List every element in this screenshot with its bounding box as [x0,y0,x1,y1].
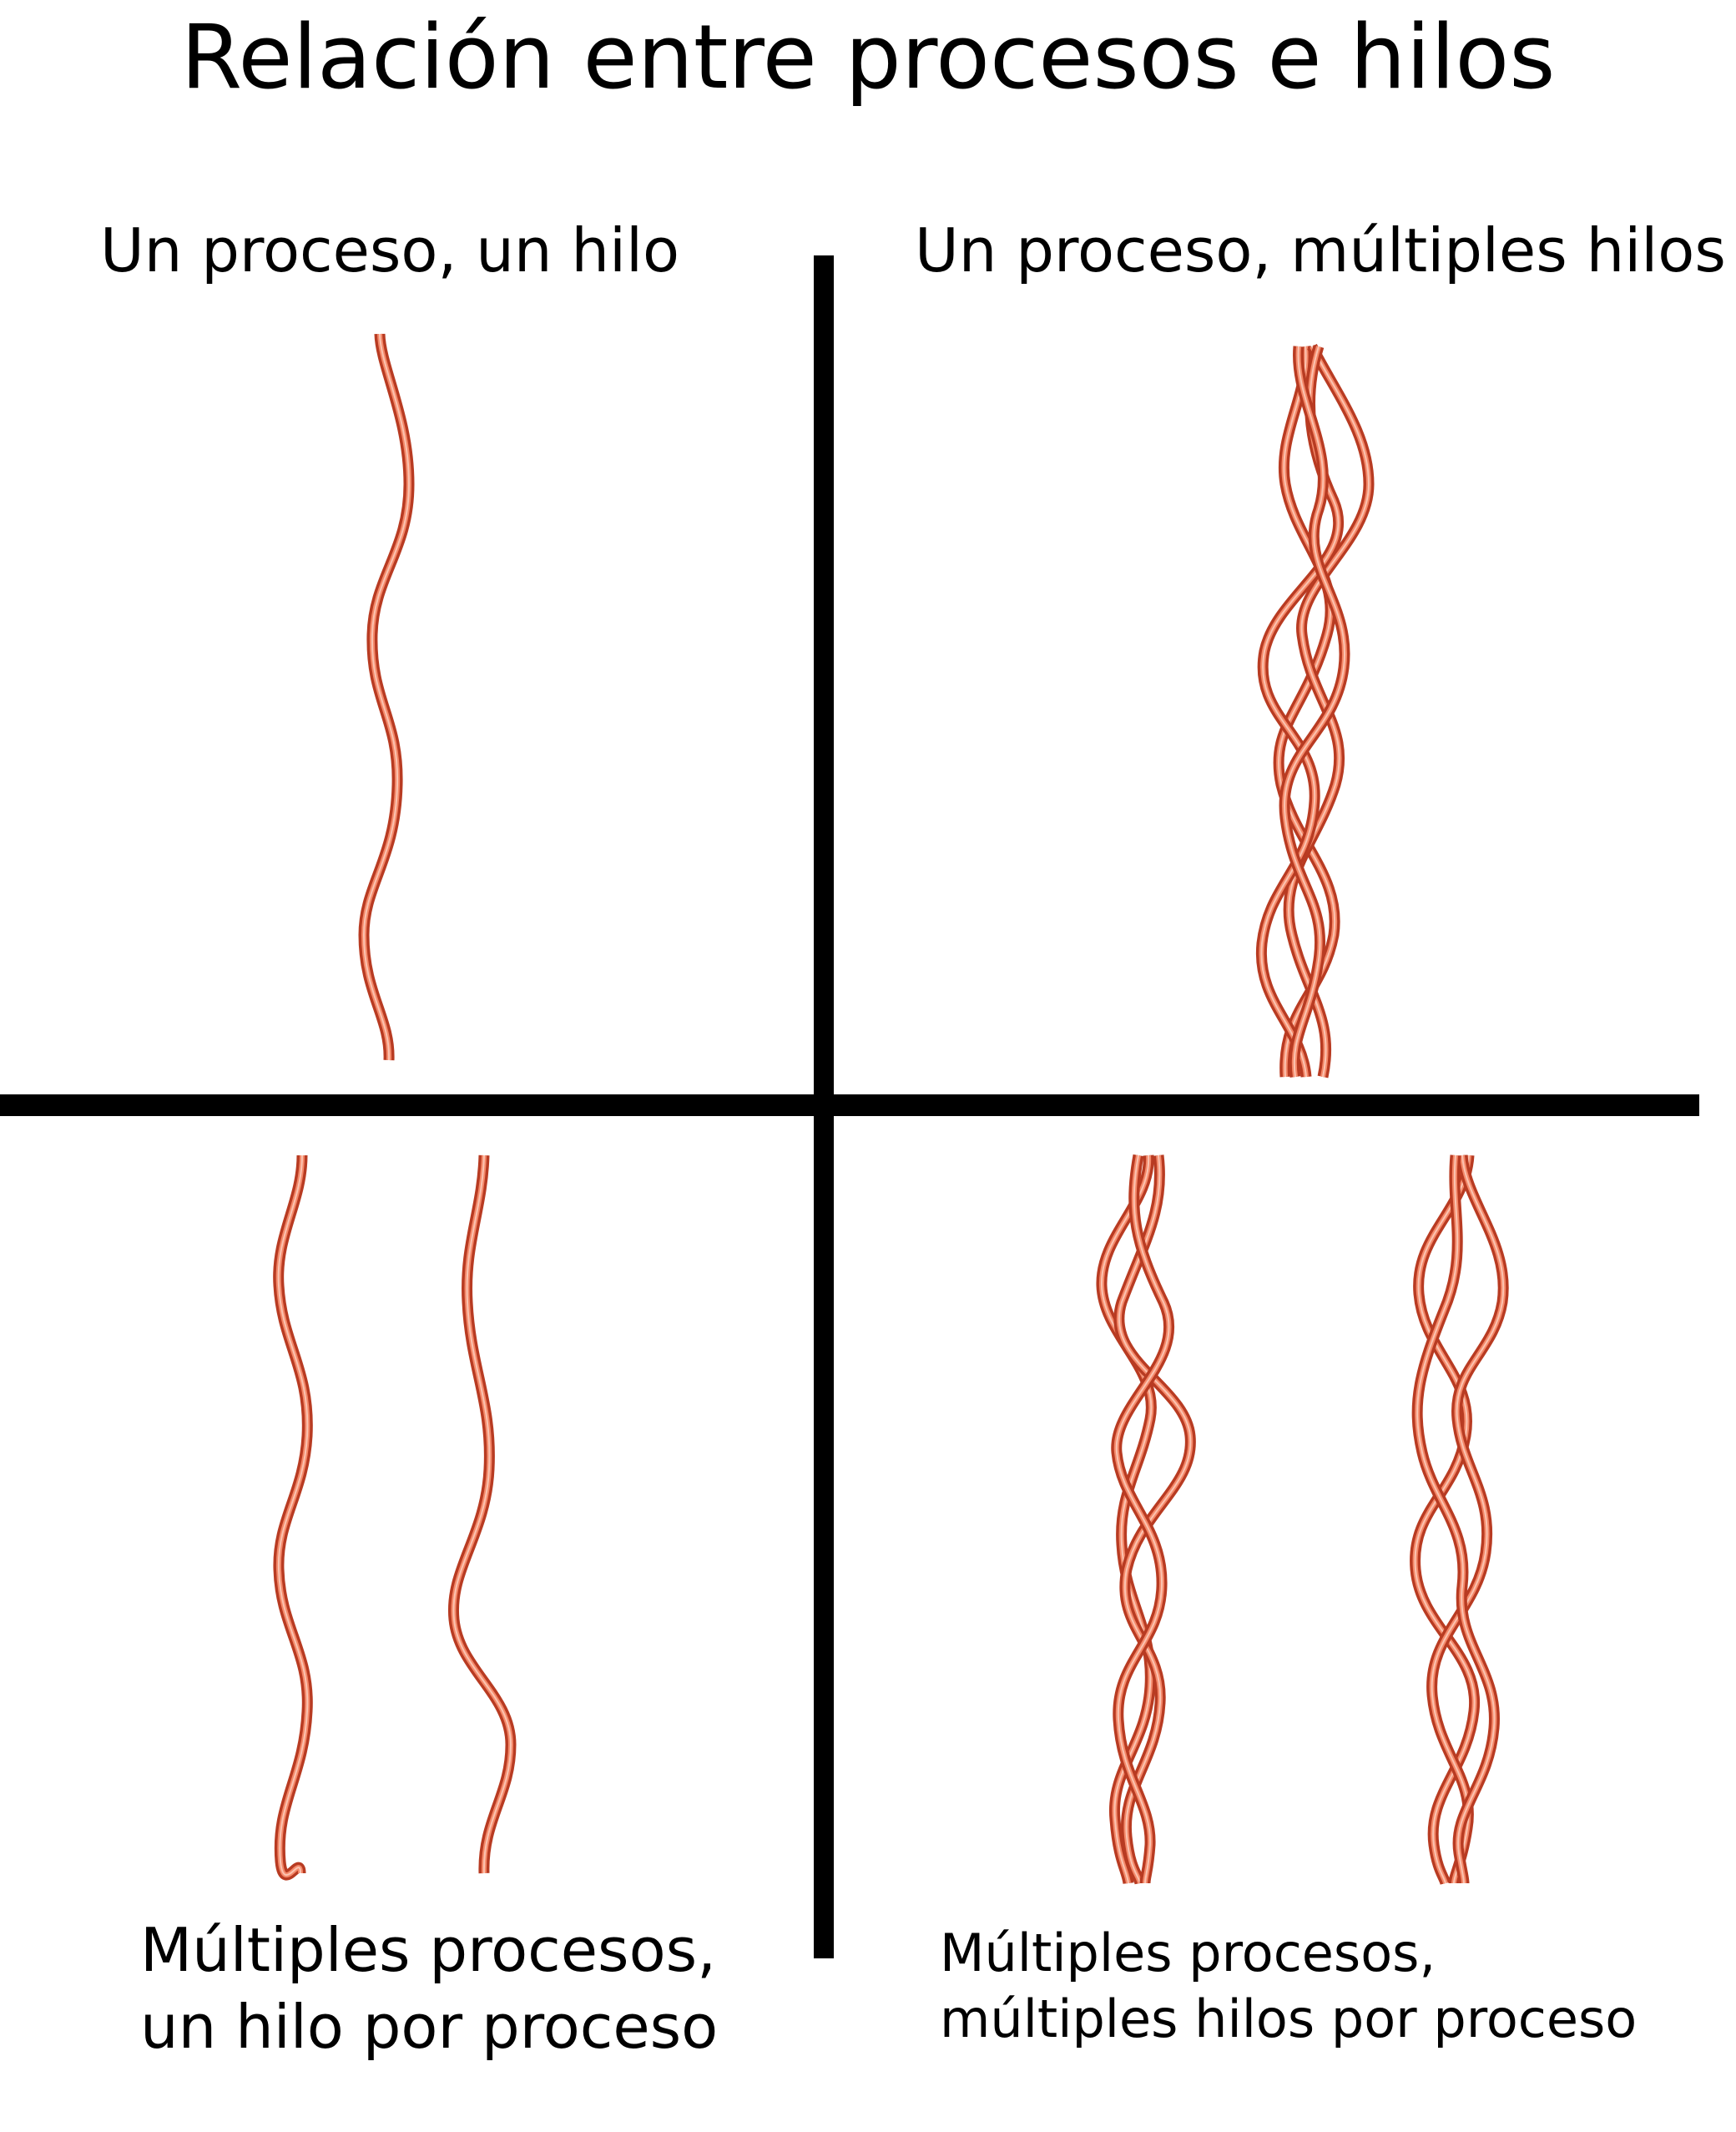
thread-strand [273,1154,313,1881]
thread-strand [447,1154,517,1874]
label-line-1: Múltiples procesos, [940,1922,1436,1983]
thread-strand [1255,345,1345,1078]
label-multiple-processes-one-thread-each: Múltiples procesos, un hilo por proceso [140,1912,718,2065]
thread-strand [1410,1154,1481,1886]
horizontal-divider [0,1094,1699,1116]
thread-strand [1273,346,1340,1078]
label-line-2: un hilo por proceso [140,1992,719,2063]
label-one-process-one-thread: Un proceso, un hilo [100,215,680,285]
label-line-2: múltiples hilos por proceso [940,1988,1638,2050]
thread-strand [1111,1154,1175,1884]
label-line-1: Múltiples procesos, [140,1915,717,1985]
single-process-single-thread [358,333,415,1061]
multiple-processes-multiple-threads [1096,1154,1509,1886]
vertical-divider [814,255,834,1958]
diagram-title: Relación entre procesos e hilos [180,6,1556,109]
thread-strand [1411,1154,1500,1884]
single-process-multiple-threads [1255,344,1375,1079]
label-multiple-processes-multiple-threads-each: Múltiples procesos, múltiples hilos por … [940,1920,1637,2053]
multiple-processes-single-thread [273,1154,517,1881]
thread-strand [358,333,415,1061]
thread-strand [1426,1154,1509,1884]
label-one-process-multiple-threads: Un proceso, múltiples hilos [915,215,1726,285]
thread-strand [1096,1154,1157,1885]
thread-strand [1279,346,1350,1078]
